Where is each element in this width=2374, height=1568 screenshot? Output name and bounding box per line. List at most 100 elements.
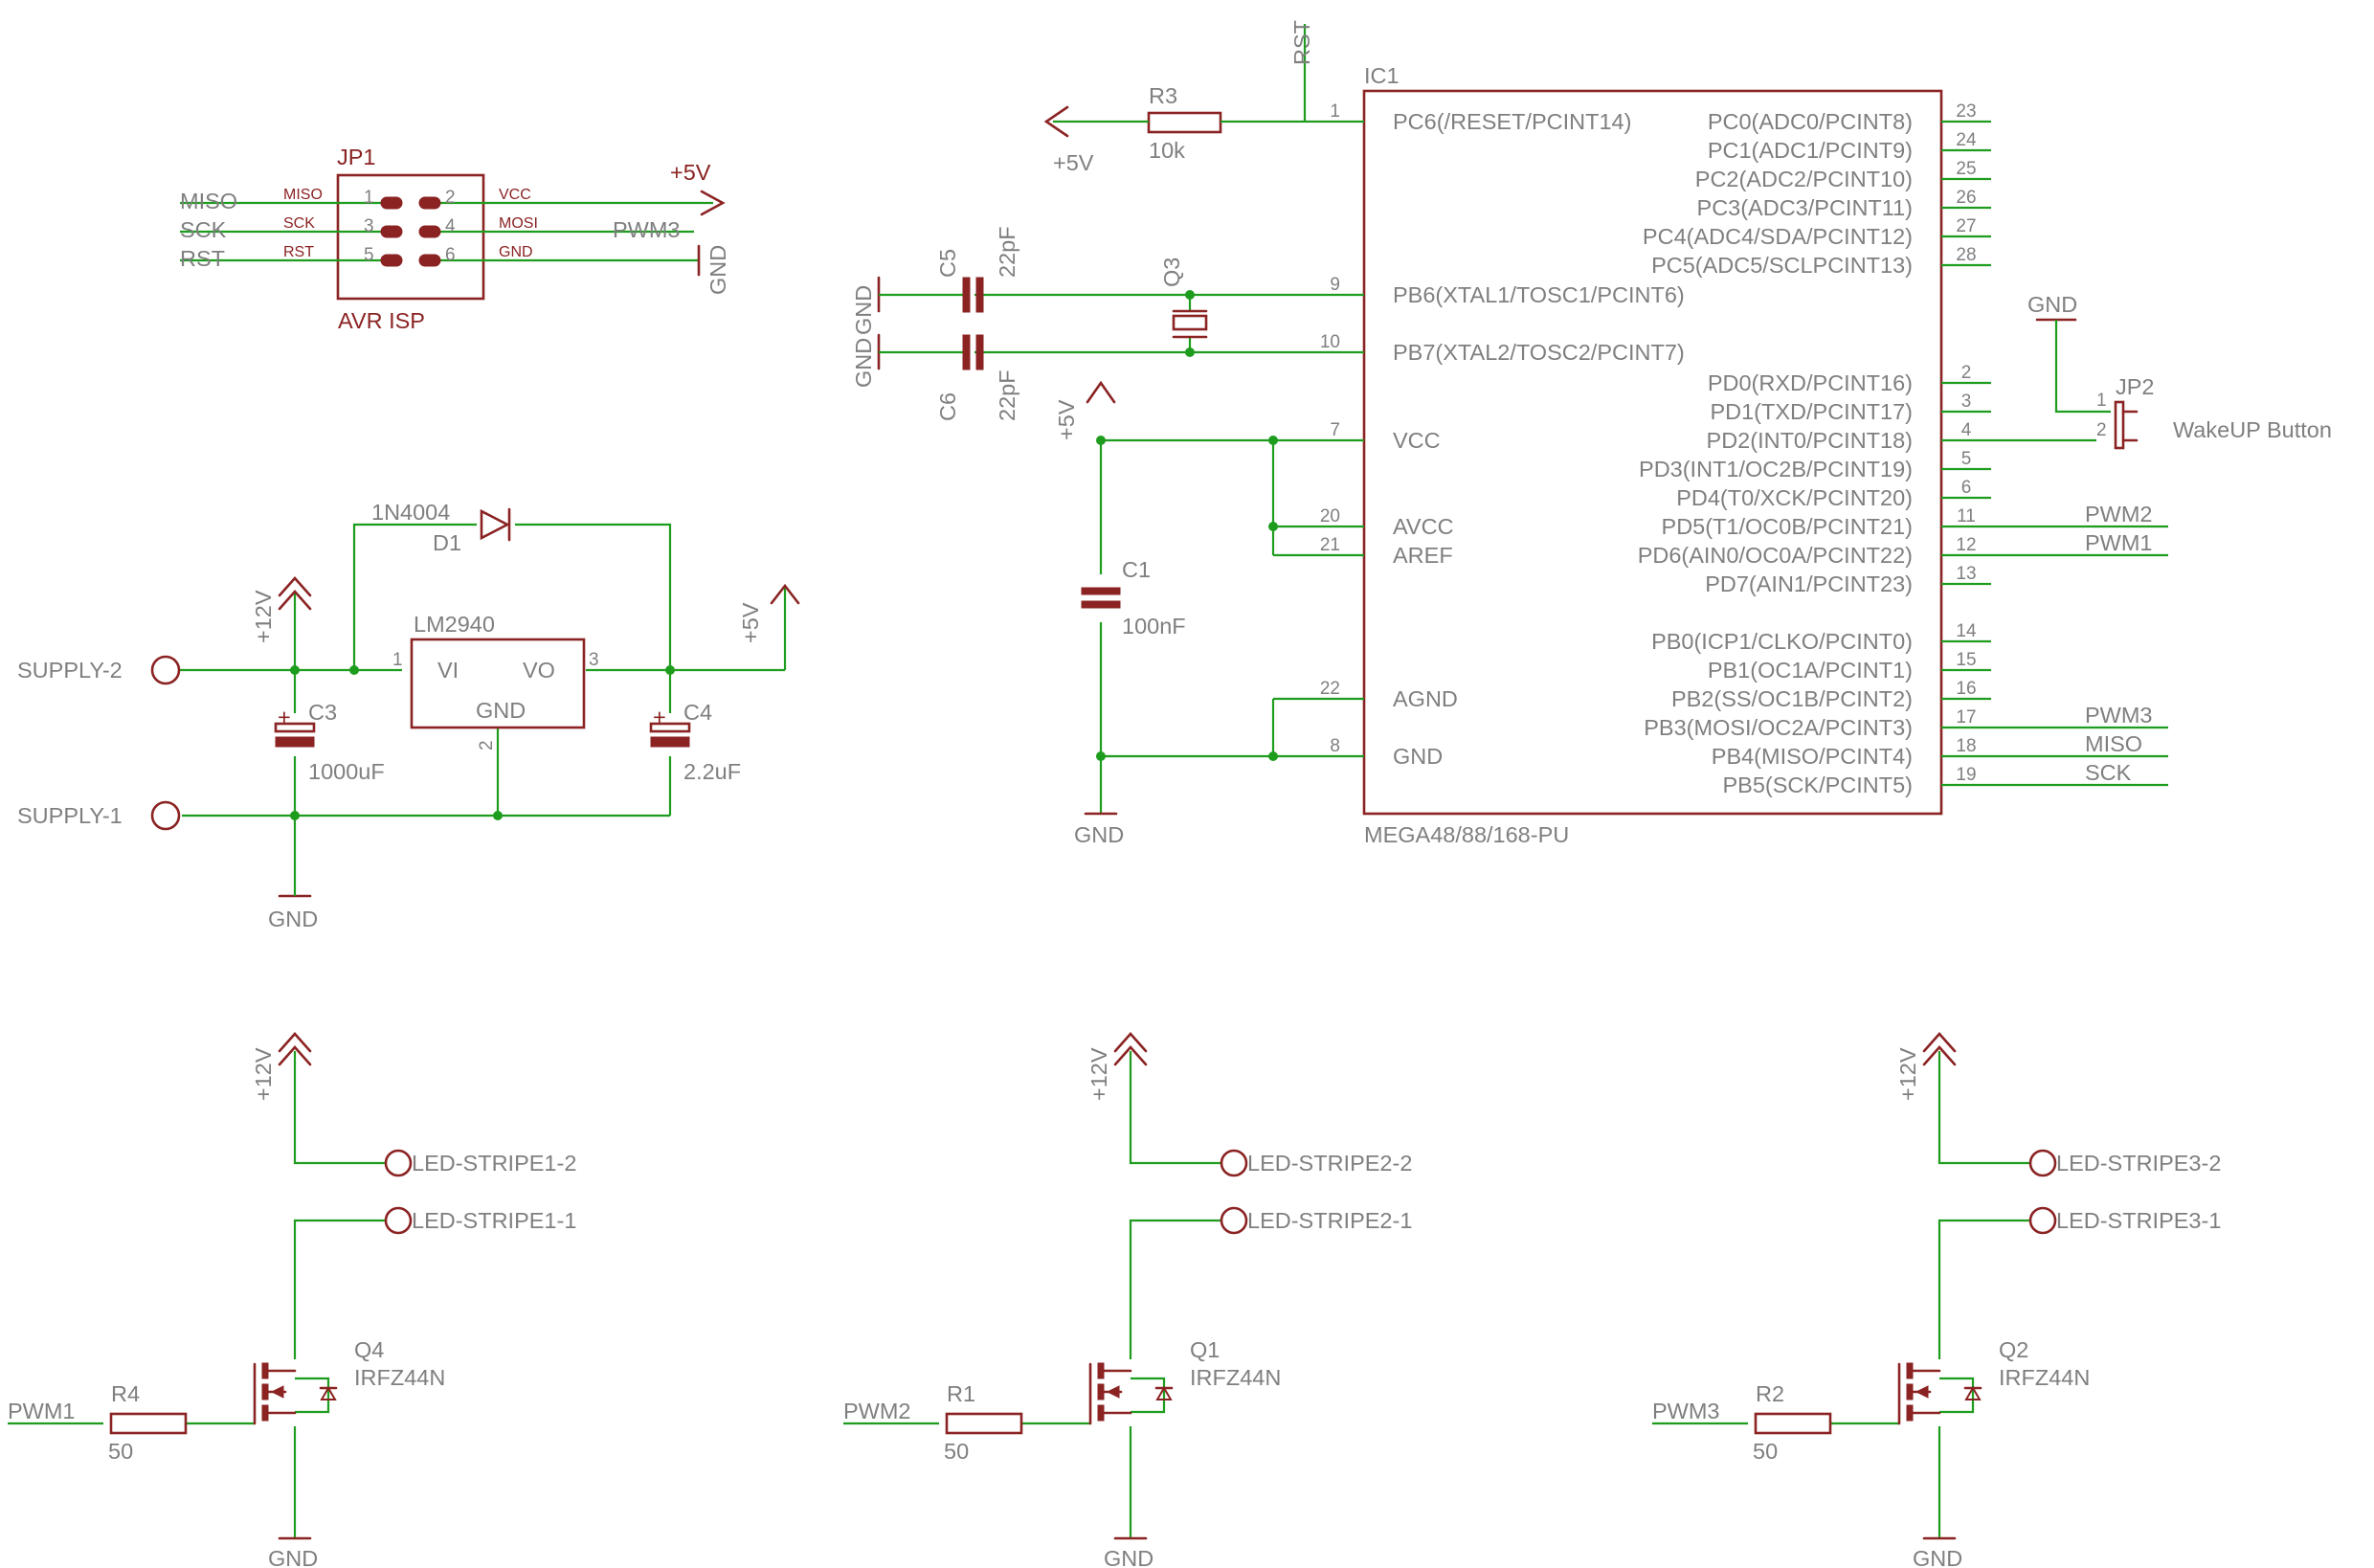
led-pad-1-label: LED-STRIPE2-1 xyxy=(1247,1208,1412,1233)
mcu-pin-name: PB4(MISO/PCINT4) xyxy=(1712,744,1913,769)
isp-num-4: 4 xyxy=(445,216,456,236)
net-pwm2: PWM2 xyxy=(2085,502,2153,526)
crystal-q3 xyxy=(1172,309,1208,339)
c4-plus: + xyxy=(653,705,666,729)
supply-1-pad xyxy=(150,800,181,831)
mcu-ref: IC1 xyxy=(1364,63,1400,88)
isp-gnd-label: GND xyxy=(705,245,730,295)
mcu-pin-name: PC2(ADC2/PCINT10) xyxy=(1695,167,1913,191)
mcu-pin-name: PD6(AIN0/OC0A/PCINT22) xyxy=(1638,543,1913,568)
arrow-icon xyxy=(1043,105,1069,138)
net-pwm3: PWM3 xyxy=(2085,703,2153,728)
rst-net-label: RST xyxy=(1289,20,1314,65)
net-sck: SCK xyxy=(2085,760,2132,785)
driver-gnd-label: GND xyxy=(268,1546,318,1568)
led-pad-2-label: LED-STRIPE3-2 xyxy=(2056,1151,2221,1176)
jp2-gnd-label: GND xyxy=(2027,292,2077,317)
mcu-pin-number: 28 xyxy=(1956,245,1976,265)
mcu-pin-name: PD7(AIN1/PCINT23) xyxy=(1705,571,1913,596)
mosfet-symbol xyxy=(1088,1362,1174,1425)
mcu-pin-name: PC5(ADC5/SCLPCINT13) xyxy=(1651,253,1913,278)
pwm-net-label: PWM2 xyxy=(843,1399,911,1423)
c5-value: 22pF xyxy=(995,226,1019,278)
mcu-pin-name: AVCC xyxy=(1393,514,1454,539)
mcu-pin-name: PD0(RXD/PCINT16) xyxy=(1708,370,1913,395)
mcu-pin-name: PD4(T0/XCK/PCINT20) xyxy=(1676,485,1913,510)
regulator-body xyxy=(410,638,586,729)
diode-value: 1N4004 xyxy=(371,500,450,525)
capacitor-c3 xyxy=(274,722,316,748)
resistor-r3 xyxy=(1147,111,1222,134)
led-pad-2 xyxy=(1220,1149,1248,1177)
isp-pins xyxy=(380,196,441,267)
isp-pin-rst: RST xyxy=(283,244,314,260)
capacitor-c5 xyxy=(962,277,984,313)
mcu-pin-number: 2 xyxy=(1961,363,1972,383)
capacitor-c6 xyxy=(962,334,984,370)
isp-net-rst: RST xyxy=(180,246,225,271)
driver-supply-label: +12V xyxy=(1895,1047,1920,1101)
pwm-net-label: PWM3 xyxy=(1652,1399,1720,1423)
isp-pin-gnd: GND xyxy=(499,244,533,260)
mcu-pin-number: 6 xyxy=(1961,478,1972,498)
mcu-pin-number: 10 xyxy=(1320,332,1340,352)
mcu-pin-number: 3 xyxy=(1961,392,1972,412)
led-pad-1 xyxy=(384,1206,413,1235)
c3-plus: + xyxy=(278,705,291,729)
regulator-num-2: 2 xyxy=(477,740,497,750)
supply-2-pad xyxy=(150,655,181,685)
resistor-ref: R2 xyxy=(1756,1381,1784,1406)
resistor-ref: R1 xyxy=(947,1381,975,1406)
diode-d1 xyxy=(480,507,511,542)
mcu-pin-name: PC6(/RESET/PCINT14) xyxy=(1393,109,1631,134)
mcu-pin-name: PD5(T1/OC0B/PCINT21) xyxy=(1662,514,1913,539)
mcu-pin-number: 19 xyxy=(1956,765,1976,785)
mcu-pin-number: 8 xyxy=(1330,736,1340,756)
regulator-pin-vo: VO xyxy=(523,658,555,683)
mcu-pin-number: 24 xyxy=(1956,130,1977,150)
resistor-value: 50 xyxy=(1753,1439,1778,1464)
c6-ref: C6 xyxy=(935,392,960,421)
isp-net-miso: MISO xyxy=(180,189,237,213)
mosfet-value: IRFZ44N xyxy=(1999,1365,2090,1390)
driver-gnd-label: GND xyxy=(1104,1546,1153,1568)
led-pad-2 xyxy=(2028,1149,2057,1177)
c1-value: 100nF xyxy=(1122,614,1186,638)
mcu-pin-name: AGND xyxy=(1393,686,1458,711)
vcc-supply-label: +5V xyxy=(1054,399,1079,440)
regulator-num-1: 1 xyxy=(392,650,403,670)
supply-5v-icon xyxy=(770,583,800,605)
c5-gnd-label: GND xyxy=(851,285,876,335)
led-driver-stage: +12VLED-STRIPE2-2LED-STRIPE2-1Q1IRFZ44NR… xyxy=(843,1032,1412,1568)
power-supply: 1N4004 D1 LM2940 VI VO GND 1 3 2 SUPPLY-… xyxy=(17,500,800,931)
mcu-pin-name: VCC xyxy=(1393,428,1441,453)
isp-header: JP1 AVR ISP MISO SCK RST MISO SCK RST 1 … xyxy=(180,145,730,333)
c1-ref: C1 xyxy=(1122,557,1151,582)
isp-pin-miso: MISO xyxy=(283,187,323,203)
gate-resistor xyxy=(1754,1412,1832,1435)
mcu-pin-name: PC1(ADC1/PCINT9) xyxy=(1708,138,1913,163)
mcu-pin-number: 5 xyxy=(1961,449,1972,469)
led-driver-stage: +12VLED-STRIPE3-2LED-STRIPE3-1Q2IRFZ44NR… xyxy=(1652,1032,2221,1568)
mcu-pin-name: PC0(ADC0/PCINT8) xyxy=(1708,109,1913,134)
mcu-pin-number: 25 xyxy=(1956,159,1976,179)
mcu-pin-name: PD1(TXD/PCINT17) xyxy=(1710,399,1913,424)
supply-12v-icon xyxy=(278,1032,312,1066)
isp-num-3: 3 xyxy=(364,216,374,236)
mcu-pin-name: PB2(SS/OC1B/PCINT2) xyxy=(1671,686,1913,711)
mcu-pin-name: PB1(OC1A/PCINT1) xyxy=(1708,658,1913,683)
regulator-pin-vi: VI xyxy=(437,658,459,683)
mcu-pin-name: PB7(XTAL2/TOSC2/PCINT7) xyxy=(1393,340,1685,365)
supply-2-label: SUPPLY-2 xyxy=(17,658,123,683)
mcu-pin-number: 23 xyxy=(1956,101,1976,122)
mosfet-ref: Q1 xyxy=(1190,1337,1220,1362)
capacitor-c1 xyxy=(1081,587,1121,609)
supply-5v-label: +5V xyxy=(738,602,763,643)
mcu-left-pins: PC6(/RESET/PCINT14)1PB6(XTAL1/TOSC1/PCIN… xyxy=(1320,101,1685,769)
capacitor-c4 xyxy=(649,722,691,748)
mcu-pin-number: 7 xyxy=(1330,420,1340,440)
resistor-ref: R4 xyxy=(111,1381,140,1406)
mcu-pin-number: 20 xyxy=(1320,506,1340,526)
isp-ref: JP1 xyxy=(337,145,376,169)
c3-ref: C3 xyxy=(308,700,337,725)
